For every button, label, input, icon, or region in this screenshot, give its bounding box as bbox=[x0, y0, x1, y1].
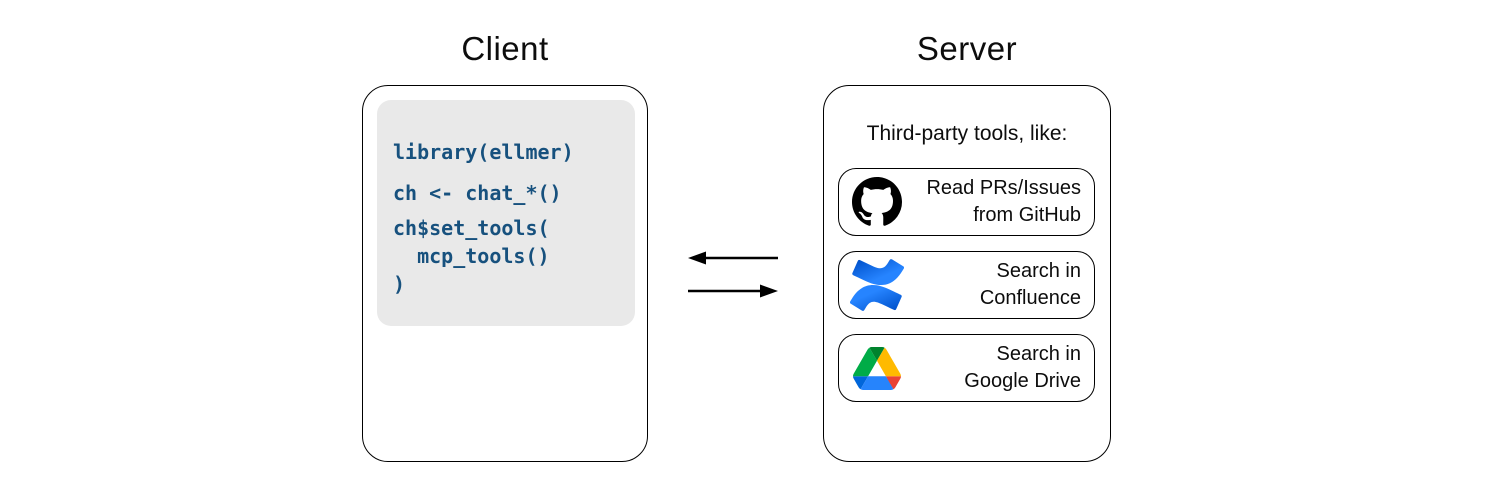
confluence-icon bbox=[849, 257, 905, 313]
tool-label-line: from GitHub bbox=[973, 204, 1081, 226]
tool-item-github: Read PRs/Issues from GitHub bbox=[838, 168, 1095, 236]
server-title: Server bbox=[916, 30, 1018, 67]
server-box: Third-party tools, like: Read PRs/Issues… bbox=[823, 85, 1111, 462]
tool-label-line: Read PRs/Issues bbox=[926, 177, 1081, 199]
tool-label: Search in Google Drive bbox=[905, 341, 1081, 395]
github-icon bbox=[849, 174, 905, 230]
tool-label-line: Confluence bbox=[979, 287, 1081, 309]
server-subtitle: Third-party tools, like: bbox=[866, 122, 1068, 145]
tool-item-confluence: Search in Confluence bbox=[838, 251, 1095, 319]
code-block: library(ellmer) ch <- chat_*() ch$set_to… bbox=[377, 100, 635, 326]
tool-label-line: Search in bbox=[996, 260, 1082, 282]
client-title: Client bbox=[461, 30, 549, 67]
tool-label: Search in Confluence bbox=[905, 258, 1081, 312]
google-drive-icon bbox=[849, 340, 905, 396]
tool-item-google-drive: Search in Google Drive bbox=[838, 334, 1095, 402]
arrow-client-to-server-icon bbox=[688, 284, 778, 298]
code-line: mcp_tools() bbox=[393, 244, 550, 268]
tool-label-line: Search in bbox=[996, 343, 1082, 365]
arrow-server-to-client-icon bbox=[688, 251, 778, 265]
code-line: ) bbox=[393, 272, 406, 296]
client-server-arrows bbox=[688, 251, 778, 298]
tool-label-line: Google Drive bbox=[964, 370, 1081, 392]
code-line: ch$set_tools( bbox=[393, 216, 550, 240]
tool-label: Read PRs/Issues from GitHub bbox=[905, 175, 1081, 229]
client-box: library(ellmer) ch <- chat_*() ch$set_to… bbox=[362, 85, 648, 462]
code-line: library(ellmer) bbox=[393, 140, 574, 164]
code-line: ch <- chat_*() bbox=[393, 181, 562, 205]
